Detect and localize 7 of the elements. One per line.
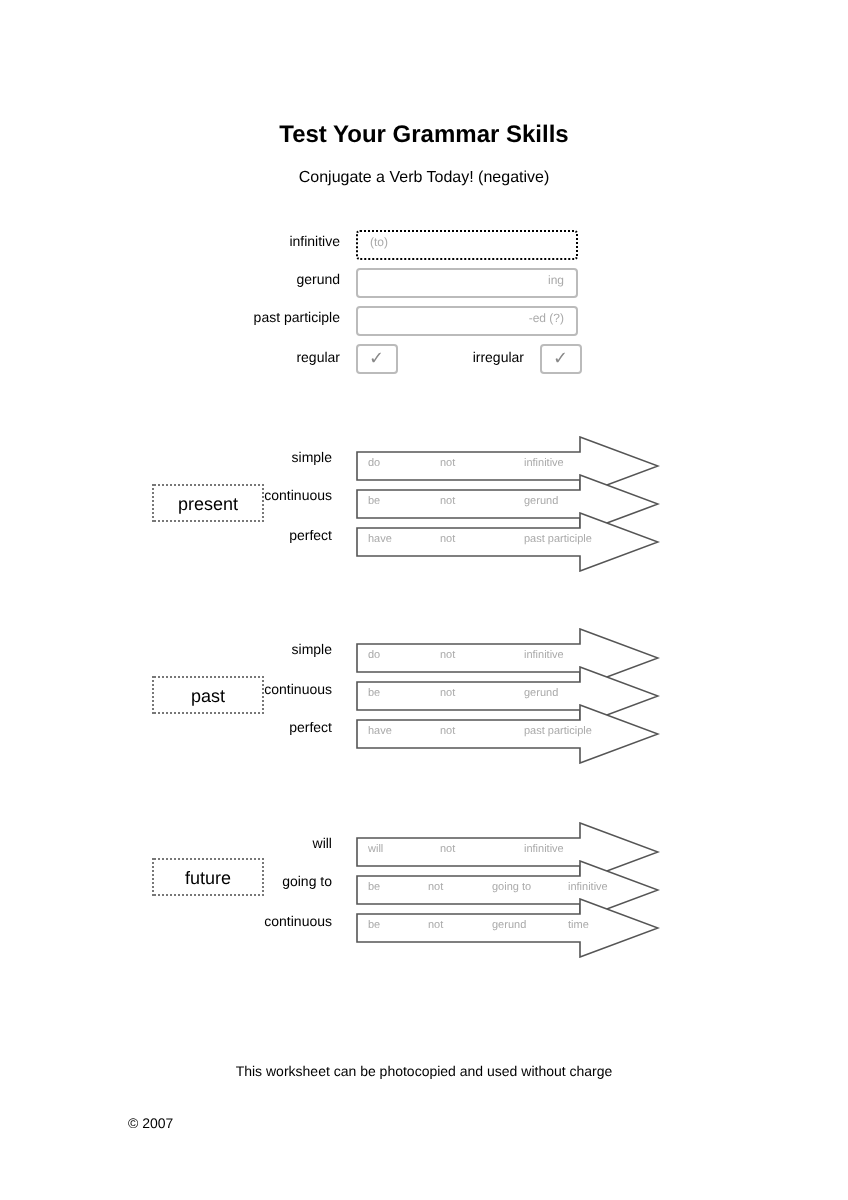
checkbox: ✓ bbox=[356, 344, 398, 374]
title: Test Your Grammar Skills bbox=[277, 120, 571, 148]
tense-box: present bbox=[152, 484, 264, 522]
tense-box: past bbox=[152, 676, 264, 714]
tense-box: future bbox=[152, 858, 264, 896]
checkbox: ✓ bbox=[540, 344, 582, 374]
subtitle: Conjugate a Verb Today! (negative) bbox=[296, 168, 552, 186]
